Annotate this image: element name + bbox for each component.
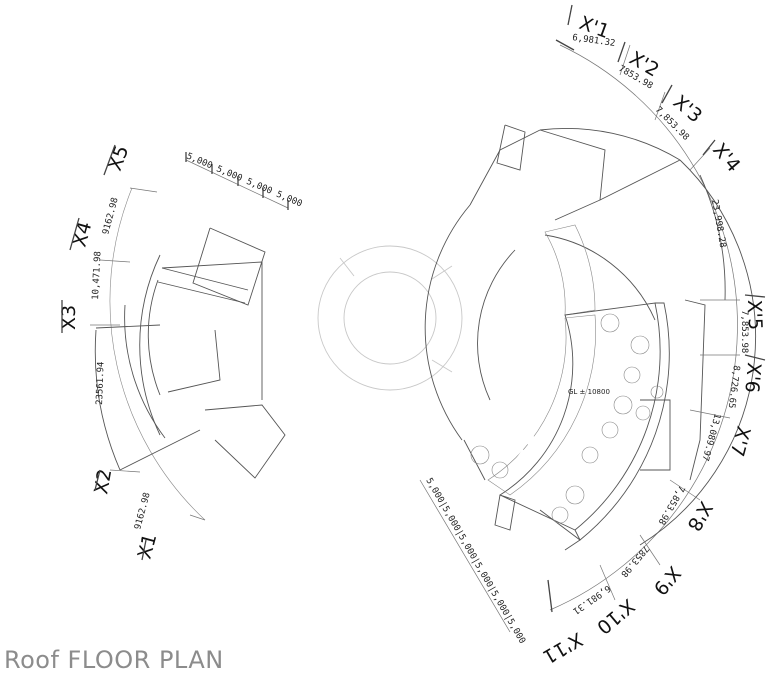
right-plan	[419, 39, 756, 633]
dim-right-3: 23,998.28	[709, 199, 727, 249]
axis-X-prime-11: X'11	[539, 628, 587, 668]
dim-right-4: 7,853.98	[739, 310, 749, 353]
axis-X-prime-9: X'9	[649, 562, 685, 599]
dim-left-2: 10,471.98	[91, 251, 104, 300]
right-axis-labels: X'1 X'2 X'3 X'4 X'5 X'6 X'7 X'8 X'9 X'10…	[539, 4, 766, 668]
dim-left-3: 9162.98	[101, 197, 120, 236]
level-label: GL ± 10800	[568, 388, 610, 396]
axis-X3: X3	[58, 305, 80, 330]
axis-X5: X5	[104, 143, 133, 174]
scale-bar-right: 5,000|5,000|5,000|5,000|5,000|5,000	[423, 477, 526, 646]
plan-title: Roof FLOOR PLAN	[4, 646, 224, 674]
axis-X-prime-4: X'4	[708, 139, 744, 176]
axis-X-prime-8: X'8	[683, 498, 717, 535]
dim-left-1: 23561.94	[95, 361, 107, 405]
right-dimension-labels: 6,981.32 7853.98 7,853.98 23,998.28 7,85…	[423, 33, 749, 646]
axis-X2: X2	[90, 467, 116, 496]
dim-right-0: 6,981.32	[572, 33, 616, 49]
dim-right-7: 7,853.98	[656, 484, 686, 527]
axis-X-prime-6: X'6	[740, 362, 765, 394]
axis-X1: X1	[134, 531, 162, 561]
trees	[470, 313, 664, 524]
left-plan	[90, 152, 289, 521]
left-dimension-labels: 9162.98 23561.94 10,471.98 9162.98 5,000…	[91, 152, 303, 531]
axis-X-prime-5: X'5	[743, 299, 766, 330]
dim-right-5: 8,726.65	[726, 365, 741, 409]
dim-right-8: 7853.98	[618, 543, 650, 578]
axis-X-prime-7: X'7	[725, 424, 754, 459]
axis-X4: X4	[69, 219, 97, 249]
scale-bar-left: 5,000 5,000 5,000 5,000	[185, 152, 304, 210]
dim-left-0: 9162.98	[133, 492, 152, 531]
center-rings	[317, 245, 463, 391]
dim-right-6: 13,089.97	[699, 412, 721, 462]
